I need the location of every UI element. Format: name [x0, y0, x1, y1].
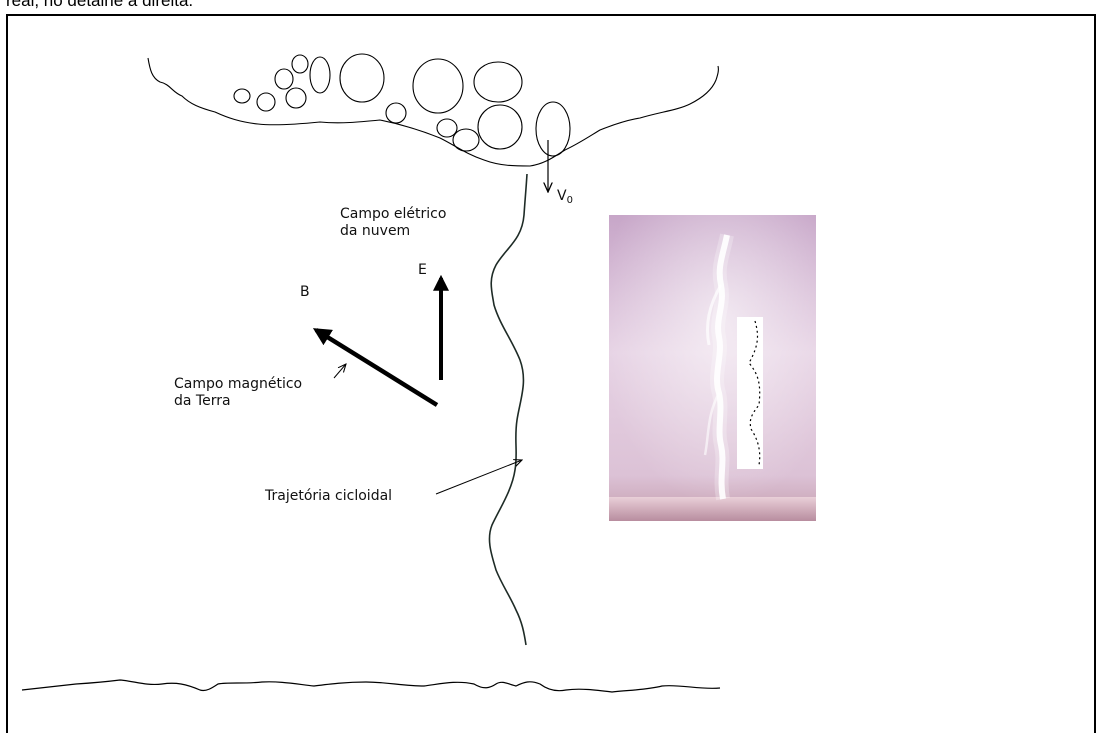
v0-subscript: 0: [567, 195, 573, 206]
magnetic-field-label: Campo magnético da Terra: [174, 376, 302, 410]
b-symbol: B: [300, 284, 310, 301]
cloud-droplets: [234, 54, 570, 156]
electric-field-label-line2: da nuvem: [340, 223, 446, 240]
v0-symbol: V: [557, 188, 567, 204]
trajectory-label: Trajetória cicloidal: [265, 488, 392, 505]
ground-line: [22, 680, 720, 692]
v0-label: V0: [557, 188, 573, 209]
magnetic-field-label-line1: Campo magnético: [174, 376, 302, 393]
lightning-photo-svg: [609, 215, 816, 521]
magnetic-field-pointer: [334, 364, 346, 378]
electric-field-label: Campo elétrico da nuvem: [340, 206, 446, 240]
magnetic-field-label-line2: da Terra: [174, 393, 302, 410]
magnetic-field-arrow: [316, 330, 437, 405]
cycloidal-trajectory: [489, 174, 527, 645]
lightning-photo: [609, 215, 816, 521]
electric-field-label-line1: Campo elétrico: [340, 206, 446, 223]
e-symbol: E: [418, 262, 427, 279]
